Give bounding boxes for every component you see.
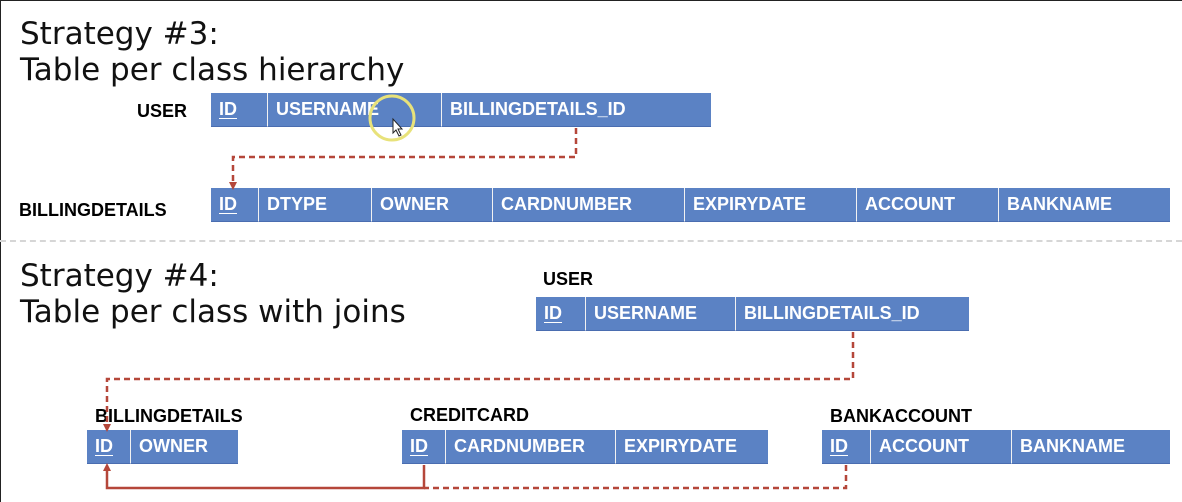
s3-billing-col-id: ID bbox=[211, 188, 259, 222]
s4-bankaccount-table-label: BANKACCOUNT bbox=[830, 406, 972, 426]
s3-billing-col-expirydate: EXPIRYDATE bbox=[685, 188, 857, 222]
s4-bankaccount-col-account: ACCOUNT bbox=[871, 430, 1012, 464]
section-divider bbox=[0, 240, 1182, 242]
s3-user-table-label: USER bbox=[137, 101, 188, 121]
s4-creditcard-col-id: ID bbox=[402, 430, 446, 464]
s4-user-table-label: USER bbox=[543, 269, 594, 289]
s3-billing-table: ID DTYPE OWNER CARDNUMBER EXPIRYDATE ACC… bbox=[211, 188, 1170, 222]
s3-billing-col-cardnumber: CARDNUMBER bbox=[493, 188, 685, 222]
s3-billing-col-dtype: DTYPE bbox=[259, 188, 372, 222]
s3-billing-col-account: ACCOUNT bbox=[857, 188, 999, 222]
s4-creditcard-col-cardnumber: CARDNUMBER bbox=[446, 430, 616, 464]
strategy3-subtitle: Table per class hierarchy bbox=[20, 52, 405, 88]
s4-billing-col-id: ID bbox=[87, 430, 131, 464]
s4-bankaccount-table: ID ACCOUNT BANKNAME bbox=[822, 430, 1170, 464]
s4-bankaccount-col-bankname: BANKNAME bbox=[1012, 430, 1170, 464]
s3-user-table: ID USERNAME BILLINGDETAILS_ID bbox=[211, 93, 711, 127]
s4-user-col-id: ID bbox=[536, 297, 586, 331]
s3-user-col-username: USERNAME bbox=[268, 93, 442, 127]
s4-billing-col-owner: OWNER bbox=[131, 430, 238, 464]
s4-user-col-username: USERNAME bbox=[586, 297, 736, 331]
s3-billing-col-bankname: BANKNAME bbox=[999, 188, 1170, 222]
s3-billing-col-owner: OWNER bbox=[372, 188, 493, 222]
strategy4-subtitle: Table per class with joins bbox=[20, 294, 406, 330]
s4-billing-table-label: BILLINGDETAILS bbox=[95, 406, 243, 426]
s4-creditcard-table-label: CREDITCARD bbox=[410, 405, 529, 425]
s4-creditcard-table: ID CARDNUMBER EXPIRYDATE bbox=[402, 430, 768, 464]
s4-creditcard-col-expirydate: EXPIRYDATE bbox=[616, 430, 768, 464]
s4-user-col-billingdetails-id: BILLINGDETAILS_ID bbox=[736, 297, 969, 331]
s3-billing-table-label: BILLINGDETAILS bbox=[19, 200, 167, 220]
s4-bankaccount-col-id: ID bbox=[822, 430, 871, 464]
s3-user-col-billingdetails-id: BILLINGDETAILS_ID bbox=[442, 93, 711, 127]
s4-user-table: ID USERNAME BILLINGDETAILS_ID bbox=[536, 297, 969, 331]
strategy3-title: Strategy #3: bbox=[20, 16, 219, 52]
strategy4-title: Strategy #4: bbox=[20, 258, 219, 294]
s4-billing-table: ID OWNER bbox=[87, 430, 238, 464]
s3-user-col-id: ID bbox=[211, 93, 268, 127]
